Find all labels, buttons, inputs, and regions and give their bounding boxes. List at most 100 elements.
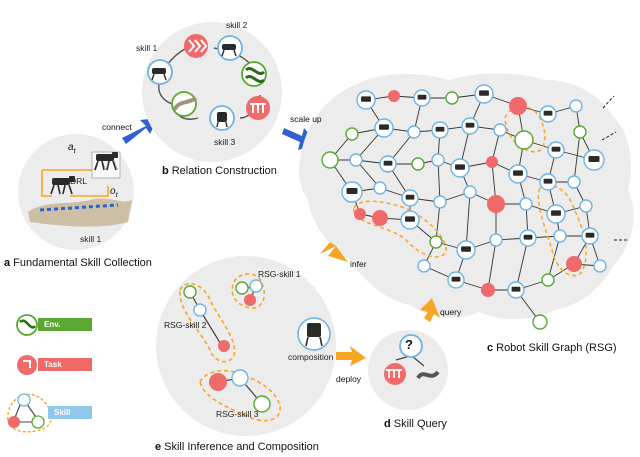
legend-task-icon [17, 355, 37, 375]
panel-a-skill-label: skill 1 [80, 234, 102, 244]
stairs-icon [250, 103, 266, 113]
rsg-skill-node [349, 153, 363, 167]
robot-icon [585, 232, 595, 238]
rsg-skill-node [433, 195, 447, 209]
rsg-skill-cluster [537, 184, 587, 277]
stairs-icon [386, 369, 402, 378]
robot-icon [511, 286, 521, 292]
rsg-skill-node [493, 123, 507, 137]
robot-dog-icon [216, 112, 228, 128]
rsg-env-node [573, 125, 587, 139]
rsg-skill-node [593, 259, 607, 273]
rsg-skill-node [417, 259, 431, 273]
rsg-env-node [514, 130, 534, 150]
rsg-skill-node [553, 229, 567, 243]
rsg-edge [487, 239, 497, 291]
rsg-task-node [388, 90, 400, 102]
panel-a-circle [18, 134, 134, 250]
rsg-env-node [321, 151, 339, 169]
action-symbol: at [68, 142, 76, 155]
rsg-task-node [509, 97, 527, 115]
robot-icon [543, 110, 553, 116]
scale-up-label: scale up [290, 114, 322, 124]
rsg-task-node [372, 210, 388, 226]
robot-icon [543, 178, 553, 184]
rsg-skill-node [373, 181, 387, 195]
robot-icon [513, 170, 523, 176]
rsg-env-node [429, 235, 443, 249]
rsg-skill-cluster [353, 200, 447, 258]
rsg-env-node [445, 91, 459, 105]
rsg-skill-node [579, 199, 593, 213]
rsg-edge [573, 131, 581, 183]
rsg-skill-node [407, 125, 421, 139]
panel-b-skill2: skill 2 [226, 20, 248, 30]
panel-d-circle [368, 330, 448, 410]
rsg-skill-1-label: RSG-skill 1 [258, 269, 301, 279]
query-mark: ? [405, 337, 413, 352]
robot-dog-icon [50, 176, 75, 195]
deploy-label: deploy [336, 374, 362, 384]
legend-task-tag: Task [38, 358, 92, 371]
rsg-skill-3-outline [199, 369, 281, 422]
robot-icon [551, 146, 561, 152]
slope-icon [172, 96, 198, 112]
rsg-skill-node [431, 153, 445, 167]
terrain-icon [244, 67, 266, 83]
rsg-edge [437, 159, 441, 203]
robot-icon [455, 164, 465, 170]
rsg-skill-node [519, 197, 533, 211]
panel-b-skill3: skill 3 [214, 137, 236, 147]
rsg-skill-node [567, 175, 581, 189]
panel-e-graph [183, 279, 271, 413]
terrain-icon [416, 370, 440, 380]
rsg-skill-node [489, 233, 503, 247]
panel-b-circle [142, 22, 282, 162]
robot-icon [479, 90, 489, 96]
rsg-edge [515, 237, 529, 291]
rsg-task-node [486, 156, 498, 168]
robot-icon [361, 96, 371, 102]
infer-label: infer [350, 259, 367, 269]
chevron-icon [188, 39, 208, 53]
robot-icon [588, 156, 600, 162]
composition-label: composition [288, 352, 334, 362]
rsg-network [321, 84, 607, 330]
rsg-skill-node [569, 99, 583, 113]
robot-icon [417, 94, 427, 100]
legend-skill-icon [7, 393, 52, 433]
rsg-task-node [566, 256, 582, 272]
rsg-skill-2-outline [179, 282, 236, 363]
drl-label: DRL [70, 176, 88, 186]
rsg-env-node [532, 314, 548, 330]
robot-icon [435, 126, 445, 132]
robot-icon [405, 194, 415, 200]
connect-label: connect [102, 122, 132, 132]
robot-icon [551, 210, 561, 216]
rsg-skill-1-outline [231, 273, 266, 309]
query-label: query [440, 307, 462, 317]
robot-icon [461, 246, 471, 252]
robot-icon [523, 234, 533, 240]
observation-symbol: ot [110, 186, 118, 199]
legend-env-icon [16, 314, 38, 336]
rsg-skill-3-label: RSG-skill 3 [216, 409, 259, 419]
rsg-env-node [411, 157, 425, 171]
infer-arrow [320, 242, 348, 262]
robot-icon [379, 124, 389, 130]
panel-b-skill1: skill 1 [136, 43, 158, 53]
dangling-edges [601, 95, 628, 241]
robot-dog-icon [94, 152, 118, 171]
robot-icon [451, 276, 461, 282]
legend-skill-tag: Skill [48, 406, 92, 419]
legend-env-tag: Env. [38, 318, 92, 331]
robot-icon [383, 160, 393, 166]
rsg-task-node [354, 208, 366, 220]
